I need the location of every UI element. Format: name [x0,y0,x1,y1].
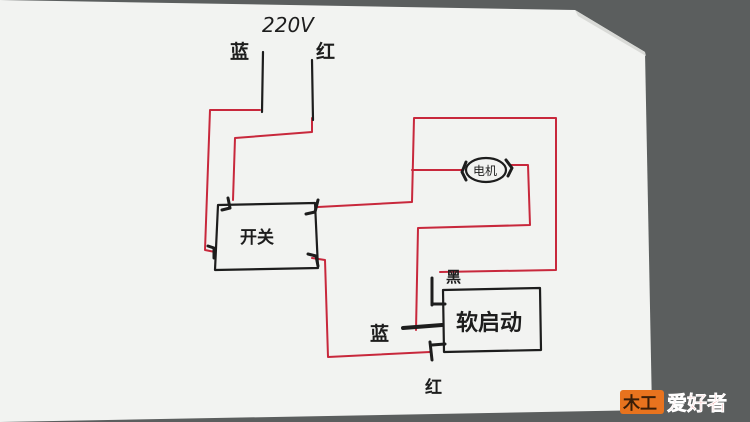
wire-motor-to-softstart [415,164,531,331]
wire-mains-blue-to-switch [204,109,261,253]
paper-shadow [575,10,646,56]
black-ink [206,50,543,362]
watermark-logo-text: 木工 [622,393,657,414]
switch-terminal-bottom-left [206,244,216,260]
wire-mains-red-to-switch [232,117,313,201]
softstart-terminal-red [428,340,434,362]
softstart-box [441,286,543,354]
paper-sheet [0,0,652,422]
wire-switch-to-top-loop [317,117,557,273]
switch-label: 开关 [240,227,274,248]
motor-label: 电机 [473,164,497,178]
wire-red-label: 红 [425,377,442,398]
motor-circle [464,156,508,184]
mains-red-lead [310,58,315,122]
softstart-terminal-blue-lead [401,323,444,330]
motor-terminal-left [460,160,468,182]
softstart-terminal-red-arm [430,342,447,347]
motor-terminal-right [504,158,514,178]
watermark-logo-badge [620,390,664,414]
wire-blue-label: 蓝 [370,322,389,345]
switch-terminal-top-left [220,196,232,212]
switch-terminal-top-right [304,198,320,216]
watermark-site-text: 爱好者 [667,391,727,415]
site-watermark: 木工 爱好者 [620,390,727,415]
mains-blue-lead [260,50,265,114]
softstart-label: 软启动 [456,310,522,336]
top-right-wire-label: 红 [316,40,335,63]
switch-box [213,201,320,272]
top-left-wire-label: 蓝 [230,40,249,63]
switch-terminal-bottom-right [306,252,320,268]
wire-black-label: 黑 [446,268,461,286]
voltage-label: 220V [262,13,315,37]
